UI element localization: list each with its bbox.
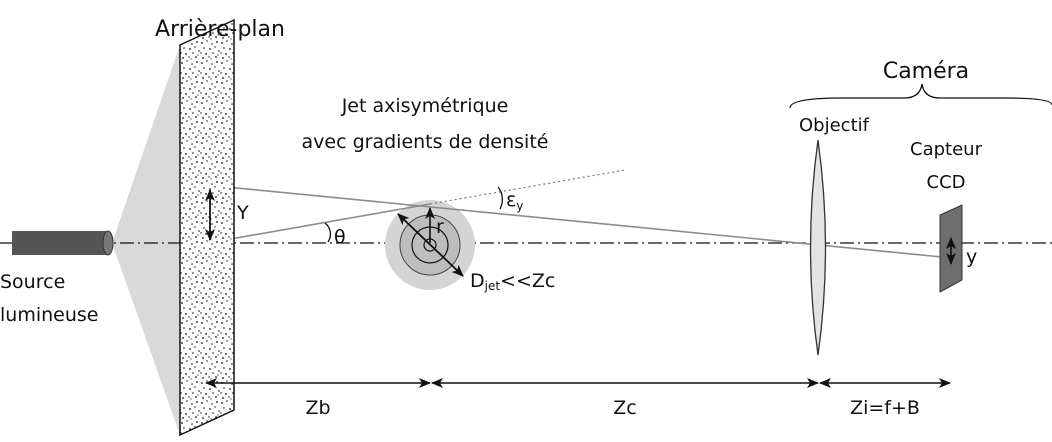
jet-label-line2: avec gradients de densité bbox=[302, 131, 549, 153]
djet-main: D bbox=[470, 270, 485, 292]
camera-label: Caméra bbox=[883, 59, 969, 84]
Y-label: Y bbox=[236, 202, 249, 224]
sensor-label-line2: CCD bbox=[927, 172, 966, 193]
theta-label: θ bbox=[334, 226, 346, 248]
light-rays bbox=[205, 169, 953, 259]
source-label-line1: Source bbox=[0, 271, 65, 293]
zb-label: Zb bbox=[305, 397, 330, 419]
source-label-line2: lumineuse bbox=[0, 304, 98, 326]
background-label: Arrière-plan bbox=[155, 17, 285, 42]
zi-label: Zi=f+B bbox=[850, 397, 920, 419]
y-image-label: y bbox=[966, 246, 977, 268]
light-source bbox=[12, 230, 114, 256]
jet-label-line1: Jet axisymétrique bbox=[341, 95, 509, 117]
sensor-label-line1: Capteur bbox=[910, 139, 983, 160]
r-label: r bbox=[436, 216, 444, 238]
objective-lens bbox=[809, 139, 827, 356]
background-panel bbox=[179, 18, 235, 437]
djet-sub: jet bbox=[484, 279, 501, 293]
djet-arrow bbox=[397, 213, 464, 277]
epsilon-arc bbox=[497, 186, 504, 210]
objective-label: Objectif bbox=[799, 115, 870, 136]
epsilon-sub: y bbox=[516, 199, 523, 213]
djet-label: Djet<<Zc bbox=[470, 270, 555, 293]
theta-arc bbox=[324, 222, 332, 243]
light-cone bbox=[112, 45, 180, 435]
djet-rest: <<Zc bbox=[500, 270, 555, 292]
zc-label: Zc bbox=[613, 397, 636, 419]
epsilon-main: ε bbox=[506, 189, 516, 211]
camera-brace bbox=[789, 83, 1052, 109]
epsilon-label: εy bbox=[506, 189, 523, 213]
